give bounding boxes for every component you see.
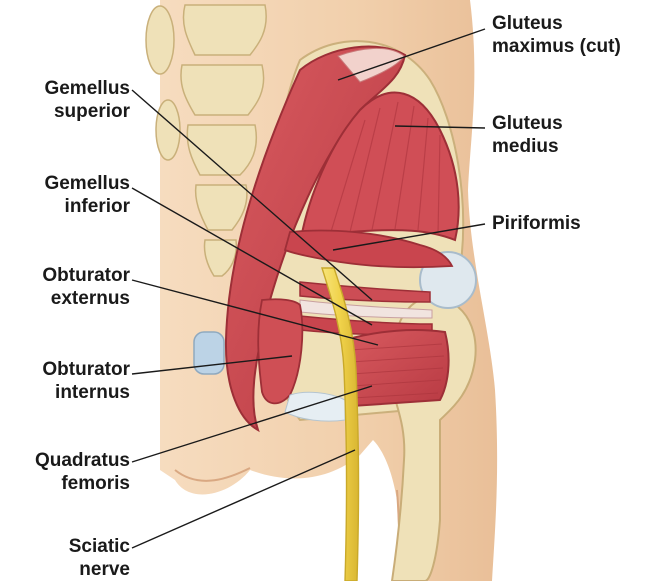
label-obturator-internus: Obturator internus	[42, 358, 130, 404]
label-piriformis: Piriformis	[492, 212, 581, 235]
label-obturator-externus: Obturator externus	[42, 264, 130, 310]
label-gemellus-inferior: Gemellus inferior	[44, 172, 130, 218]
label-gluteus-maximus: Gluteus maximus (cut)	[492, 12, 621, 58]
label-gluteus-medius: Gluteus medius	[492, 112, 563, 158]
quadratus-femoris-muscle	[344, 330, 448, 406]
coccyx	[194, 332, 224, 374]
label-quadratus-femoris: Quadratus femoris	[35, 449, 130, 495]
label-sciatic-nerve: Sciatic nerve	[69, 535, 130, 581]
label-gemellus-superior: Gemellus superior	[44, 77, 130, 123]
